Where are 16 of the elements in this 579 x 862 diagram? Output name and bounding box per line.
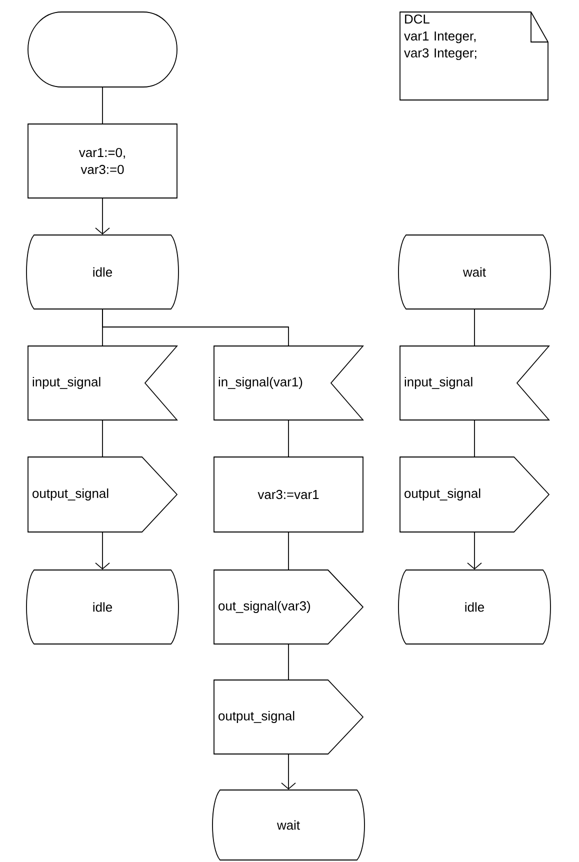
task-box: var3:=var1 [214,456,364,532]
arrow [467,532,482,570]
connector-line [102,420,103,457]
arrow [95,198,110,235]
connector-line [288,420,289,457]
arrow [95,532,110,570]
comment-note: DCL var1 Integer, var3 Integer; [400,12,548,100]
arrow [281,754,296,790]
connector-line [102,309,289,346]
connector-line [474,309,475,346]
start-symbol [28,12,178,88]
connector-line [288,644,289,680]
connector-line [102,87,103,124]
task-box: var1:=0, var3:=0 [28,124,178,198]
connector-line [474,420,475,457]
connector-line [288,532,289,570]
